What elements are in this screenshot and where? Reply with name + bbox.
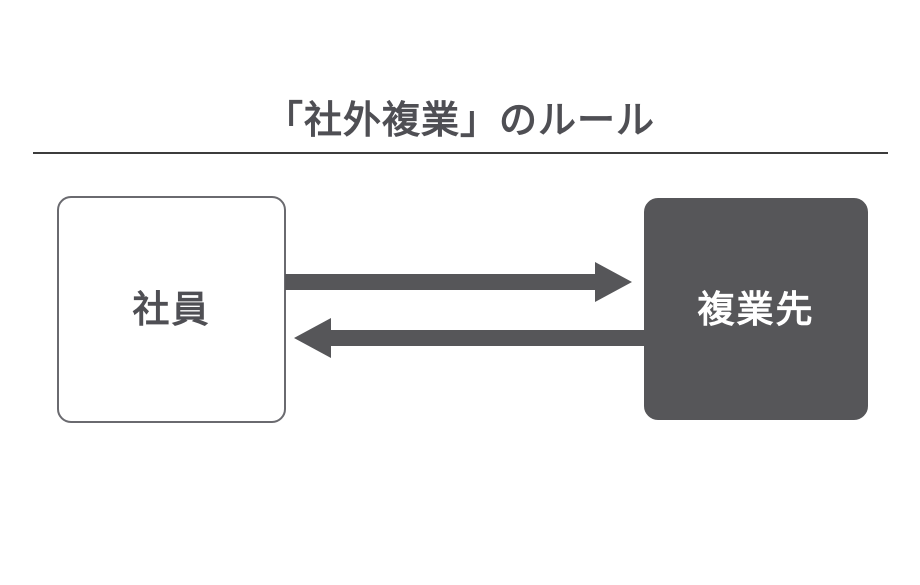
page-title: 「社外複業」のルール (264, 100, 655, 142)
arrow-shaft (285, 274, 597, 290)
node-employee-label: 社員 (132, 289, 211, 330)
title-divider (33, 152, 888, 154)
arrow-head-right-icon (595, 262, 632, 302)
node-sidejob-label: 複業先 (697, 288, 815, 330)
arrow-shaft (328, 330, 646, 346)
node-employee: 社員 (57, 196, 286, 423)
arrow-head-left-icon (294, 318, 331, 358)
node-sidejob: 複業先 (644, 198, 868, 420)
